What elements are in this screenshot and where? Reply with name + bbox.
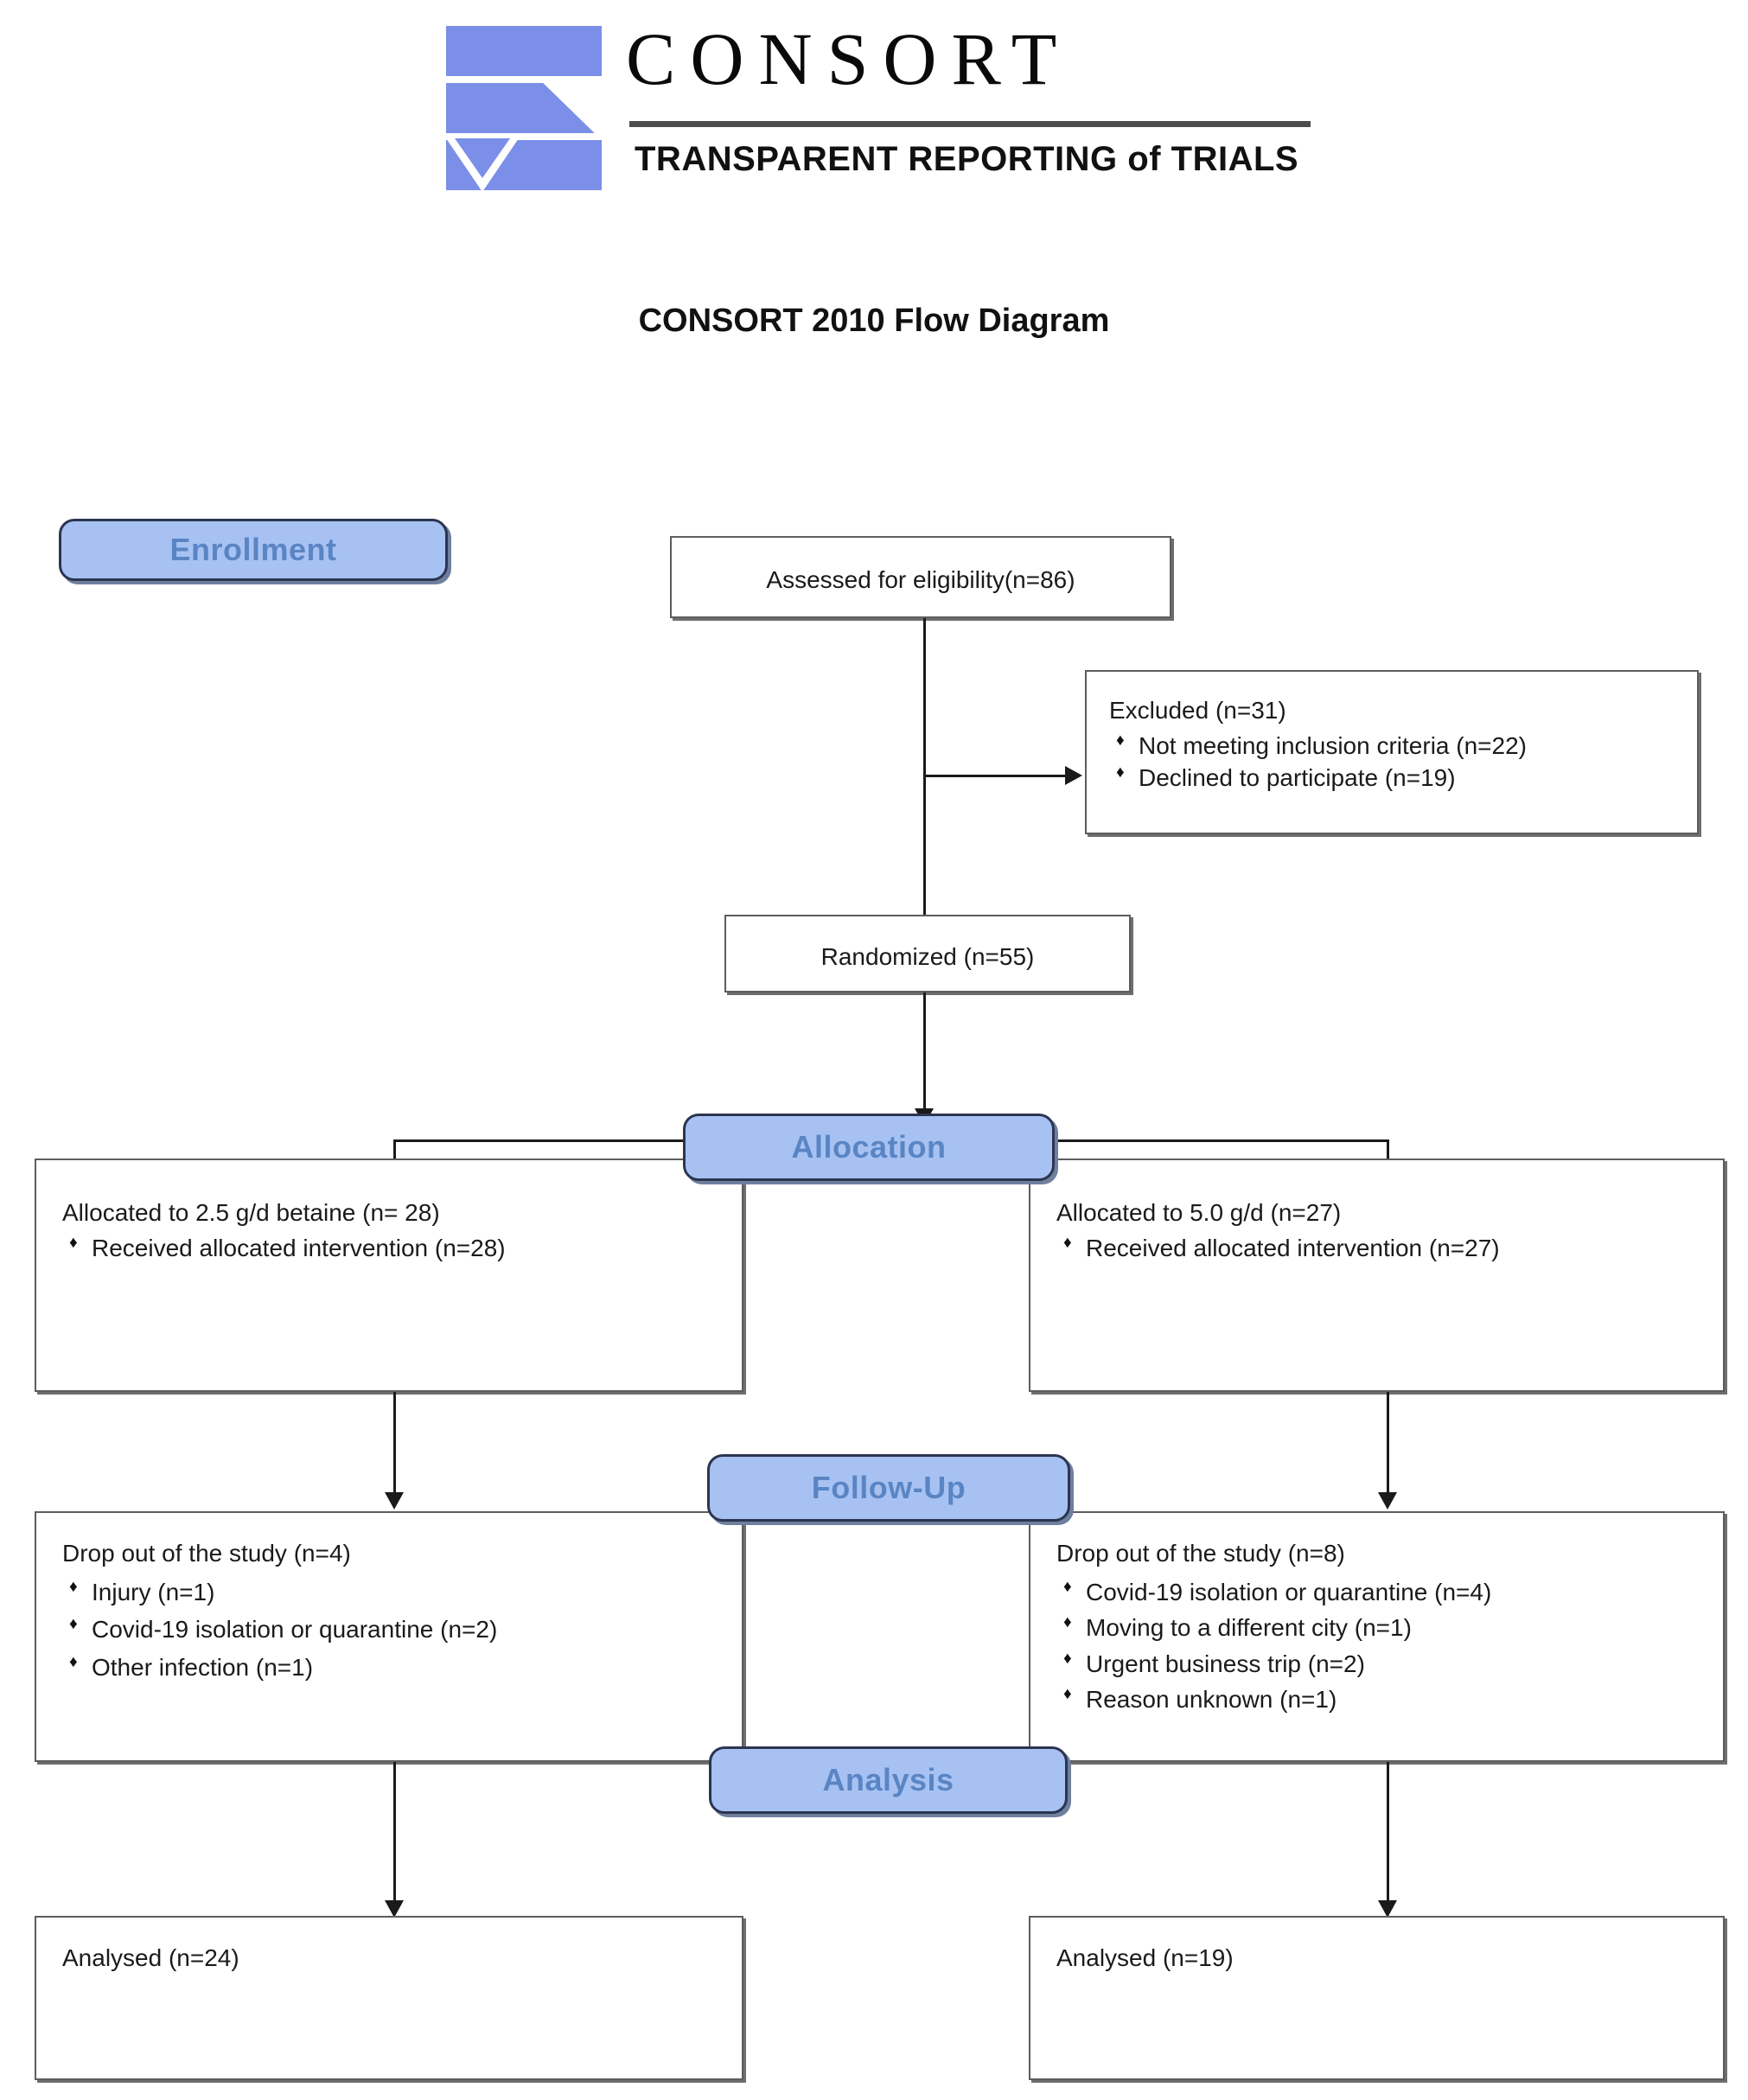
list-item: Not meeting inclusion criteria (n=22) bbox=[1109, 730, 1697, 762]
connector-followup-left-to-analysed bbox=[393, 1762, 396, 1913]
excluded-list: Not meeting inclusion criteria (n=22) De… bbox=[1109, 730, 1697, 794]
arrow-followup-right-icon bbox=[1378, 1492, 1397, 1510]
assessed-text: Assessed for eligibility(n=86) bbox=[766, 566, 1075, 593]
list-item: Received allocated intervention (n=27) bbox=[1056, 1232, 1723, 1264]
logo-divider bbox=[629, 121, 1311, 127]
connector-alloc-right-to-followup bbox=[1387, 1392, 1389, 1504]
box-followup-right: Drop out of the study (n=8) Covid-19 iso… bbox=[1029, 1511, 1725, 1762]
consort-logo: CONSORT TRANSPARENT REPORTING of TRIALS bbox=[446, 16, 1319, 195]
logo-slash-icon bbox=[536, 76, 602, 140]
stage-badge-allocation: Allocation bbox=[683, 1114, 1055, 1181]
arrow-analysed-left-icon bbox=[385, 1900, 404, 1918]
stage-badge-analysis-label: Analysis bbox=[822, 1762, 954, 1797]
randomized-text: Randomized (n=55) bbox=[820, 943, 1035, 970]
connector-alloc-left-to-followup bbox=[393, 1392, 396, 1504]
box-randomized: Randomized (n=55) bbox=[724, 915, 1131, 993]
allocated-left-list: Received allocated intervention (n=28) bbox=[62, 1232, 742, 1264]
list-item: Reason unknown (n=1) bbox=[1056, 1683, 1723, 1715]
stage-badge-allocation-label: Allocation bbox=[791, 1129, 947, 1165]
arrow-to-excluded-icon bbox=[1065, 766, 1082, 785]
list-item: Injury (n=1) bbox=[62, 1576, 742, 1608]
connector-assessed-down bbox=[923, 618, 926, 942]
stage-badge-enrollment-label: Enrollment bbox=[169, 532, 337, 567]
box-allocated-right: Allocated to 5.0 g/d (n=27) Received all… bbox=[1029, 1159, 1725, 1392]
logo-wordmark: CONSORT bbox=[626, 17, 1072, 100]
box-allocated-left: Allocated to 2.5 g/d betaine (n= 28) Rec… bbox=[35, 1159, 743, 1392]
logo-bar-top bbox=[446, 26, 602, 76]
analysed-right-text: Analysed (n=19) bbox=[1056, 1944, 1234, 1971]
allocated-right-list: Received allocated intervention (n=27) bbox=[1056, 1232, 1723, 1264]
excluded-heading: Excluded (n=31) bbox=[1109, 697, 1286, 724]
list-item: Moving to a different city (n=1) bbox=[1056, 1612, 1723, 1644]
list-item: Covid-19 isolation or quarantine (n=4) bbox=[1056, 1576, 1723, 1608]
list-item: Declined to participate (n=19) bbox=[1109, 762, 1697, 794]
page-title: CONSORT 2010 Flow Diagram bbox=[638, 303, 1110, 339]
list-item: Other infection (n=1) bbox=[62, 1651, 742, 1683]
allocated-left-heading: Allocated to 2.5 g/d betaine (n= 28) bbox=[62, 1199, 440, 1226]
analysed-left-text: Analysed (n=24) bbox=[62, 1944, 239, 1971]
stage-badge-followup: Follow-Up bbox=[707, 1454, 1070, 1522]
consort-logo-mark-icon bbox=[446, 26, 602, 199]
stage-badge-followup-label: Follow-Up bbox=[811, 1470, 967, 1505]
followup-left-list: Injury (n=1) Covid-19 isolation or quara… bbox=[62, 1576, 742, 1683]
list-item: Urgent business trip (n=2) bbox=[1056, 1648, 1723, 1680]
followup-right-heading: Drop out of the study (n=8) bbox=[1056, 1540, 1345, 1567]
allocated-right-heading: Allocated to 5.0 g/d (n=27) bbox=[1056, 1199, 1342, 1226]
arrow-analysed-right-icon bbox=[1378, 1900, 1397, 1918]
arrow-followup-left-icon bbox=[385, 1492, 404, 1510]
connector-randomized-down bbox=[923, 993, 926, 1141]
stage-badge-enrollment: Enrollment bbox=[59, 519, 448, 581]
stage-badge-analysis: Analysis bbox=[709, 1746, 1068, 1814]
followup-right-list: Covid-19 isolation or quarantine (n=4) M… bbox=[1056, 1576, 1723, 1715]
box-analysed-right: Analysed (n=19) bbox=[1029, 1916, 1725, 2080]
connector-to-excluded bbox=[923, 775, 1070, 777]
box-assessed-for-eligibility: Assessed for eligibility(n=86) bbox=[670, 536, 1171, 618]
followup-left-heading: Drop out of the study (n=4) bbox=[62, 1540, 351, 1567]
connector-followup-right-to-analysed bbox=[1387, 1762, 1389, 1913]
box-excluded: Excluded (n=31) Not meeting inclusion cr… bbox=[1085, 670, 1699, 834]
list-item: Covid-19 isolation or quarantine (n=2) bbox=[62, 1613, 742, 1645]
box-followup-left: Drop out of the study (n=4) Injury (n=1)… bbox=[35, 1511, 743, 1762]
logo-tagline: TRANSPARENT REPORTING of TRIALS bbox=[635, 140, 1299, 178]
box-analysed-left: Analysed (n=24) bbox=[35, 1916, 743, 2080]
logo-check-inner-icon bbox=[455, 138, 510, 178]
list-item: Received allocated intervention (n=28) bbox=[62, 1232, 742, 1264]
